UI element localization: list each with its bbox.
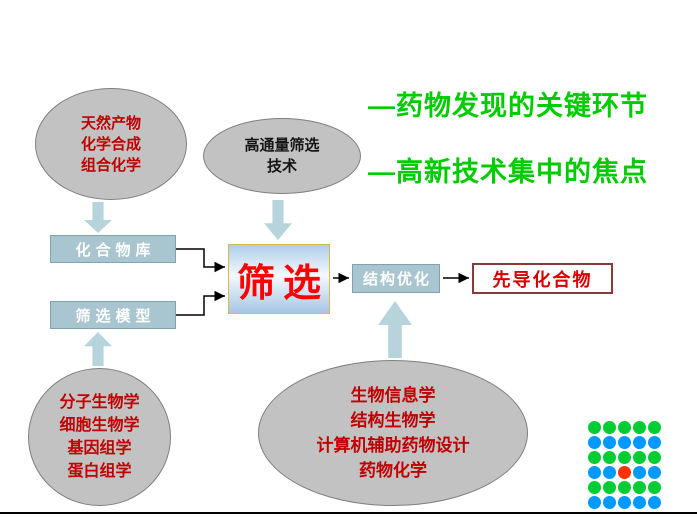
dot <box>648 436 661 449</box>
ellipse-line: 结构生物学 <box>350 411 436 430</box>
dot <box>648 451 661 464</box>
dot <box>588 481 601 494</box>
up-arrow-icon <box>378 301 412 358</box>
ellipse-line: 细胞生物学 <box>59 417 140 434</box>
headline-key-step: —药物发现的关键环节 <box>368 91 648 121</box>
dot <box>588 496 601 509</box>
dot <box>618 481 631 494</box>
slide-bottom-edge <box>0 512 697 514</box>
ellipse-compound-sources: 天然产物 化学合成 组合化学 <box>35 88 187 200</box>
dot <box>588 466 601 479</box>
dot <box>603 496 616 509</box>
dot <box>588 421 601 434</box>
dot <box>588 436 601 449</box>
dot <box>603 421 616 434</box>
headline-tech-focus: —高新技术集中的焦点 <box>368 157 648 187</box>
dot <box>633 496 646 509</box>
dot <box>603 436 616 449</box>
dot <box>603 481 616 494</box>
ellipse-line: 分子生物学 <box>59 394 140 411</box>
dot <box>618 496 631 509</box>
ellipse-informatics-fields: 生物信息学 结构生物学 计算机辅助药物设计 药物化学 <box>258 360 528 506</box>
dot <box>648 421 661 434</box>
ellipse-line: 生物信息学 <box>350 386 436 405</box>
dot <box>633 466 646 479</box>
ellipse-line: 药物化学 <box>359 461 427 480</box>
compound-library-box: 化合物库 <box>50 235 176 263</box>
ellipse-line: 天然产物 <box>80 114 141 132</box>
screening-model-box: 筛选模型 <box>50 301 176 329</box>
dot-grid <box>588 421 661 509</box>
ellipse-line: 计算机辅助药物设计 <box>316 436 470 455</box>
dot <box>633 451 646 464</box>
ellipse-hts-technology: 高通量筛选 技术 <box>203 118 361 194</box>
ellipse-line: 技术 <box>266 158 297 175</box>
dot <box>618 436 631 449</box>
dot <box>633 481 646 494</box>
structure-optimization-box: 结构优化 <box>352 264 440 293</box>
ellipse-line: 基因组学 <box>67 440 132 457</box>
ellipse-line: 蛋白组学 <box>67 463 132 480</box>
dot <box>618 421 631 434</box>
dot <box>588 451 601 464</box>
dot <box>633 421 646 434</box>
ellipse-line: 高通量筛选 <box>244 137 320 154</box>
dot <box>648 466 661 479</box>
lead-compound-box: 先导化合物 <box>472 263 613 294</box>
down-arrow-icon <box>264 200 292 240</box>
ellipse-line: 组合化学 <box>80 156 141 174</box>
ellipse-biology-fields: 分子生物学 细胞生物学 基因组学 蛋白组学 <box>28 368 171 506</box>
down-arrow-icon <box>84 202 112 233</box>
ellipse-line: 化学合成 <box>80 135 141 153</box>
up-arrow-icon <box>84 332 112 366</box>
dot <box>603 451 616 464</box>
dot <box>618 451 631 464</box>
dot <box>648 496 661 509</box>
dot <box>633 436 646 449</box>
dot <box>603 466 616 479</box>
dot <box>618 466 631 479</box>
screening-box: 筛选 <box>228 244 330 314</box>
dot <box>648 481 661 494</box>
